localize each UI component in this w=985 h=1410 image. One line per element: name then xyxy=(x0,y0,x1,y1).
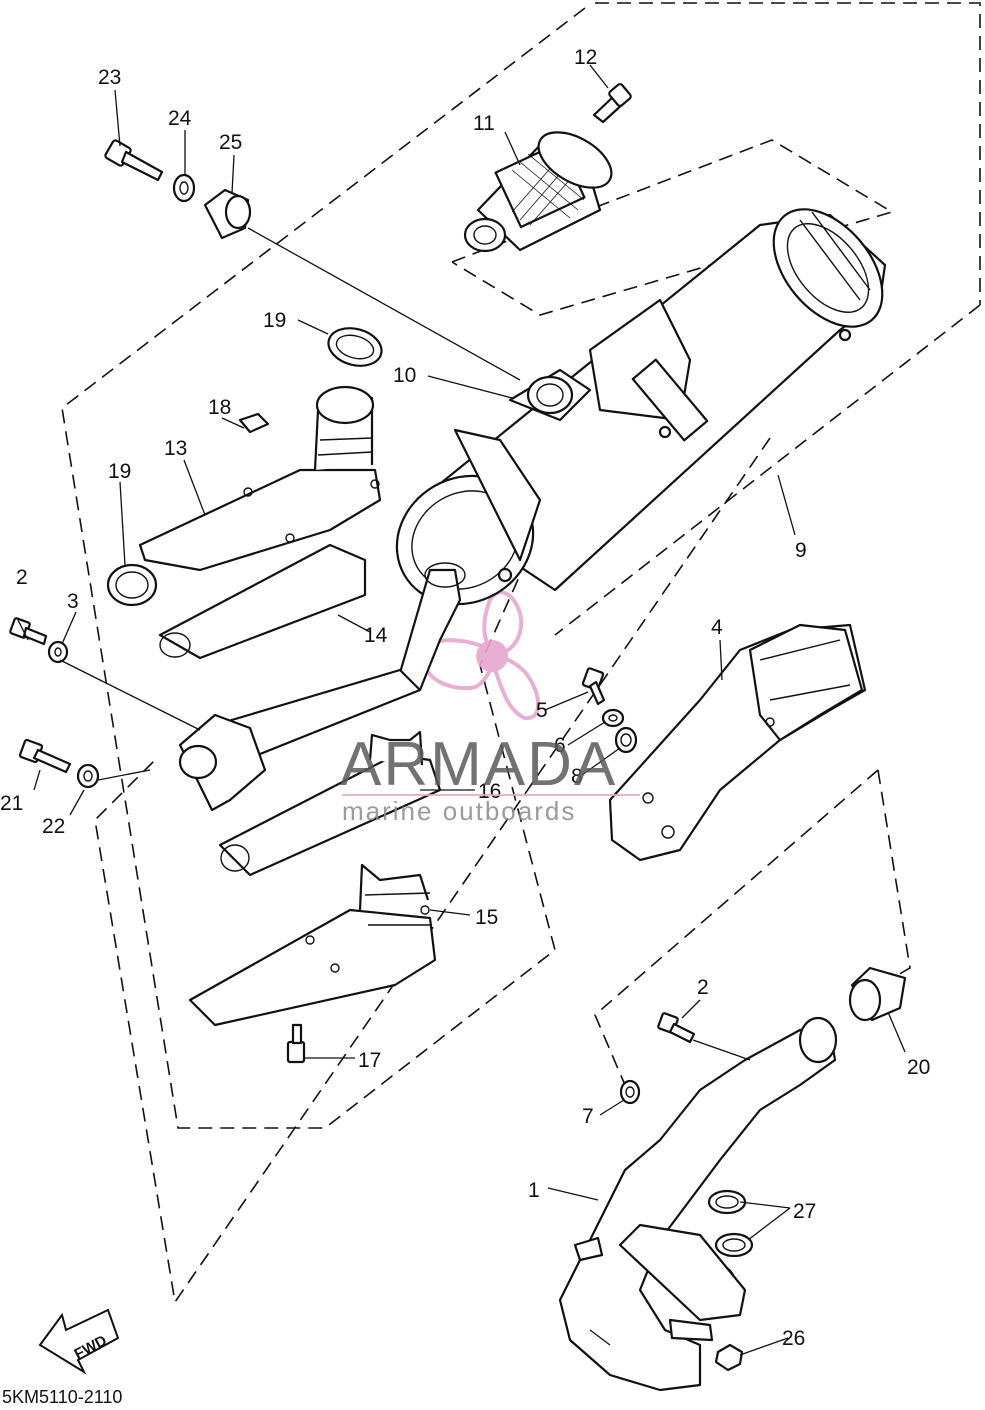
part-17-bolt xyxy=(286,1023,306,1064)
part-2-bolt-right xyxy=(657,1012,696,1044)
label-part-18: 18 xyxy=(208,396,231,419)
label-part-24: 24 xyxy=(168,107,192,130)
label-part-22: 22 xyxy=(42,815,65,838)
part-number-labels: 1 2 2 3 4 5 6 7 8 9 10 11 12 13 14 15 16… xyxy=(0,46,930,1350)
watermark-tagline: marine outboards xyxy=(342,796,576,826)
exhaust-pipe-middle xyxy=(178,668,422,812)
label-part-2-left: 2 xyxy=(16,566,28,589)
part-9-muffler xyxy=(393,208,887,692)
label-part-27: 27 xyxy=(793,1200,816,1223)
part-19-clamp-lower xyxy=(106,563,158,607)
label-part-23: 23 xyxy=(98,66,121,89)
label-part-10: 10 xyxy=(393,364,416,387)
label-part-12: 12 xyxy=(574,46,597,69)
part-20-gasket xyxy=(848,966,907,1022)
label-part-11: 11 xyxy=(473,112,495,135)
part-7-collar xyxy=(619,1079,641,1105)
label-part-19-lower: 19 xyxy=(108,460,131,483)
propeller-blades-icon xyxy=(420,590,541,720)
label-part-3: 3 xyxy=(67,590,79,613)
part-25-grommet xyxy=(203,188,252,240)
part-27-gaskets xyxy=(707,1189,754,1258)
part-22-washer xyxy=(76,763,100,789)
part-12-screw xyxy=(592,83,632,124)
part-23-bolt xyxy=(104,139,164,182)
part-24-washer xyxy=(172,173,196,203)
label-part-19-upper: 19 xyxy=(263,309,286,332)
leader-lines xyxy=(17,64,906,1356)
label-part-5: 5 xyxy=(536,699,548,722)
label-part-8: 8 xyxy=(571,765,583,788)
diagram-code: 5KM5110-2110 xyxy=(2,1387,122,1407)
part-16-insulator xyxy=(218,730,442,877)
watermark-propeller-logo xyxy=(420,590,541,720)
part-5-bolt xyxy=(581,667,606,706)
part-26-nut xyxy=(714,1343,744,1372)
label-part-2-right: 2 xyxy=(697,976,709,999)
label-part-21: 21 xyxy=(0,792,23,815)
part-4-cover xyxy=(608,623,867,862)
part-14-insulator xyxy=(158,543,367,660)
label-part-9: 9 xyxy=(795,539,807,562)
label-part-1: 1 xyxy=(528,1179,540,1202)
part-18-nut xyxy=(238,412,270,434)
part-1-exhaust-pipe xyxy=(558,1016,838,1392)
label-part-17: 17 xyxy=(358,1049,381,1072)
part-8-collar xyxy=(614,726,638,754)
part-19-clamp-upper xyxy=(327,327,383,367)
label-part-20: 20 xyxy=(907,1056,930,1079)
part-15-protector xyxy=(188,863,437,1027)
part-3-washer xyxy=(47,640,69,664)
fwd-arrow-icon: FWD xyxy=(38,1308,120,1375)
part-21-bolt xyxy=(18,738,72,774)
part-6-washer xyxy=(601,708,625,728)
label-part-16: 16 xyxy=(478,780,501,803)
propeller-hub-icon xyxy=(476,640,508,672)
part-13-heat-protector xyxy=(138,385,382,572)
label-part-6: 6 xyxy=(554,734,566,757)
label-part-25: 25 xyxy=(219,131,242,154)
label-part-14: 14 xyxy=(364,624,388,647)
watermark-text: ARMADA marine outboards xyxy=(340,730,640,826)
part-11-spark-arrester xyxy=(463,131,613,253)
label-part-15: 15 xyxy=(475,906,498,929)
label-part-7: 7 xyxy=(582,1105,594,1128)
label-part-13: 13 xyxy=(164,437,187,460)
label-part-4: 4 xyxy=(711,616,723,639)
label-part-26: 26 xyxy=(782,1327,805,1350)
watermark-brand: ARMADA xyxy=(340,730,617,799)
